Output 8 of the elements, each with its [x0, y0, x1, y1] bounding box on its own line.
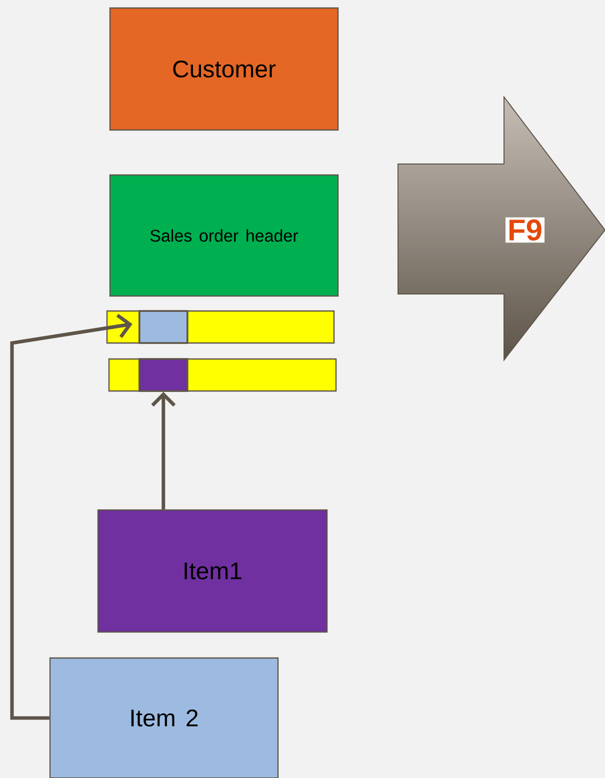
header-box: Sales order header	[109, 174, 339, 297]
customer-box: Customer	[109, 7, 339, 131]
item-box: Item1	[97, 509, 328, 633]
item-slot	[138, 310, 188, 344]
arrow	[10, 314, 132, 720]
item-box: Item 2	[49, 657, 279, 778]
item-slot	[138, 358, 188, 392]
arrow	[151, 392, 176, 510]
